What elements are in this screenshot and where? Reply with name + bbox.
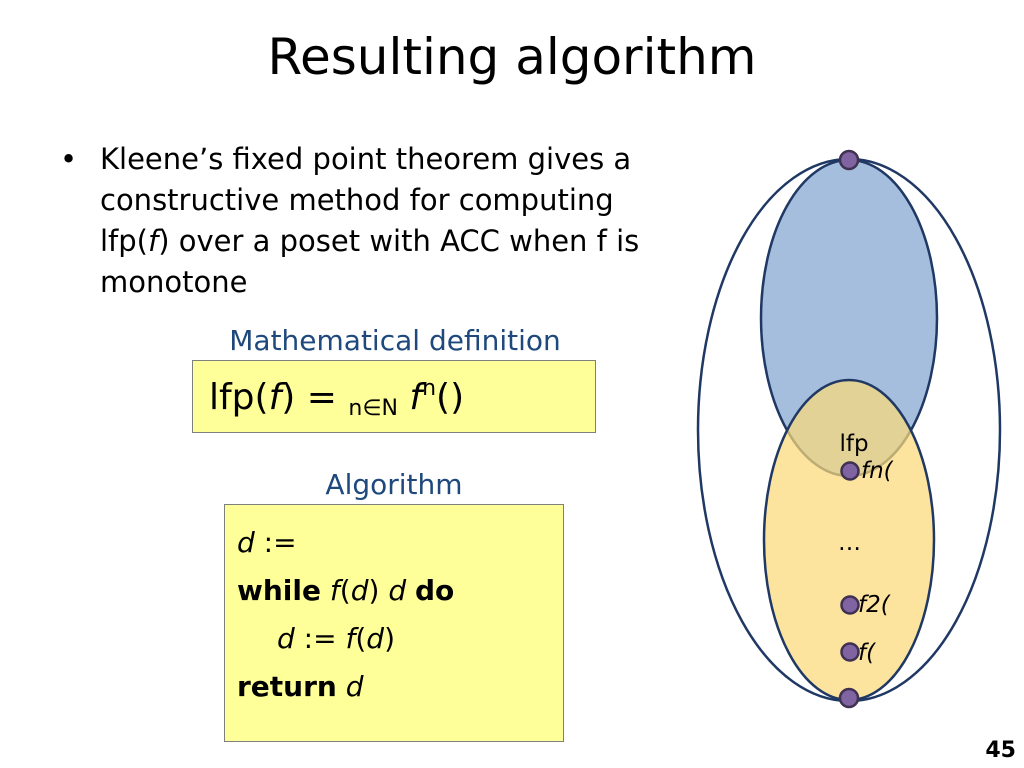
definition-box: lfp(f) = n∈N fn() (192, 360, 596, 433)
alg3-open: ( (355, 622, 367, 655)
algorithm-box: d := while f(d) d do d := f(d) return d (224, 504, 564, 742)
page-number: 45 (985, 738, 1016, 763)
alg3-var: d (277, 622, 295, 655)
lfp-f: f (268, 377, 282, 418)
alg1-assign: := (254, 526, 297, 559)
alg2-while: while (237, 574, 321, 607)
f1-node (840, 642, 860, 662)
alg3-assign: := (294, 622, 346, 655)
alg4-return: return (237, 670, 337, 703)
join-subscript: n∈N (348, 396, 398, 421)
def-arg-open: ( (436, 377, 451, 418)
alg1-var: d (237, 526, 255, 559)
slide-title: Resulting algorithm (267, 28, 757, 86)
ellipsis-label: … (838, 530, 861, 556)
alg3-close: ) (384, 622, 395, 655)
alg3-arg: d (366, 622, 385, 655)
bullet-dot: • (60, 142, 78, 176)
fn-node (840, 461, 860, 481)
alg2-var: d (350, 574, 369, 607)
bullet-text-end: ) over a poset with ACC when f is monoto… (100, 224, 640, 299)
alg-line-3: d := f(d) (237, 616, 563, 664)
alg2-do: do (415, 574, 455, 607)
lfp-label: lfp (839, 431, 868, 457)
alg2-var2: d (388, 574, 407, 607)
bullet-text-start: Kleene’s fixed point theorem gives a con… (100, 142, 632, 258)
f2-node (840, 595, 860, 615)
bullet-text: Kleene’s fixed point theorem gives a con… (100, 139, 660, 303)
def-superscript: n (422, 376, 437, 401)
def-f: f (409, 377, 423, 418)
alg4-var: d (345, 670, 364, 703)
alg-line-2: while f(d) d do (237, 568, 563, 616)
alg2-close: ) (368, 574, 380, 607)
top-element-node (838, 149, 860, 171)
lfp-suffix: ) = (281, 377, 349, 418)
alg-line-4: return d (237, 664, 563, 712)
bullet-text-f: f (148, 224, 159, 258)
lfp-prefix: lfp( (209, 377, 269, 418)
alg2-f: f (329, 574, 340, 607)
fn-label: fn( (861, 458, 894, 484)
alg3-f: f (345, 622, 356, 655)
bottom-element-node (838, 687, 860, 709)
alg2-open: ( (339, 574, 351, 607)
f2-label: f2( (858, 592, 891, 618)
alg-line-1: d := (237, 520, 563, 568)
def-arg-close: ) (450, 377, 465, 418)
definition-caption: Mathematical definition (229, 324, 561, 357)
algorithm-caption: Algorithm (325, 468, 463, 501)
f1-label: f( (858, 640, 876, 666)
